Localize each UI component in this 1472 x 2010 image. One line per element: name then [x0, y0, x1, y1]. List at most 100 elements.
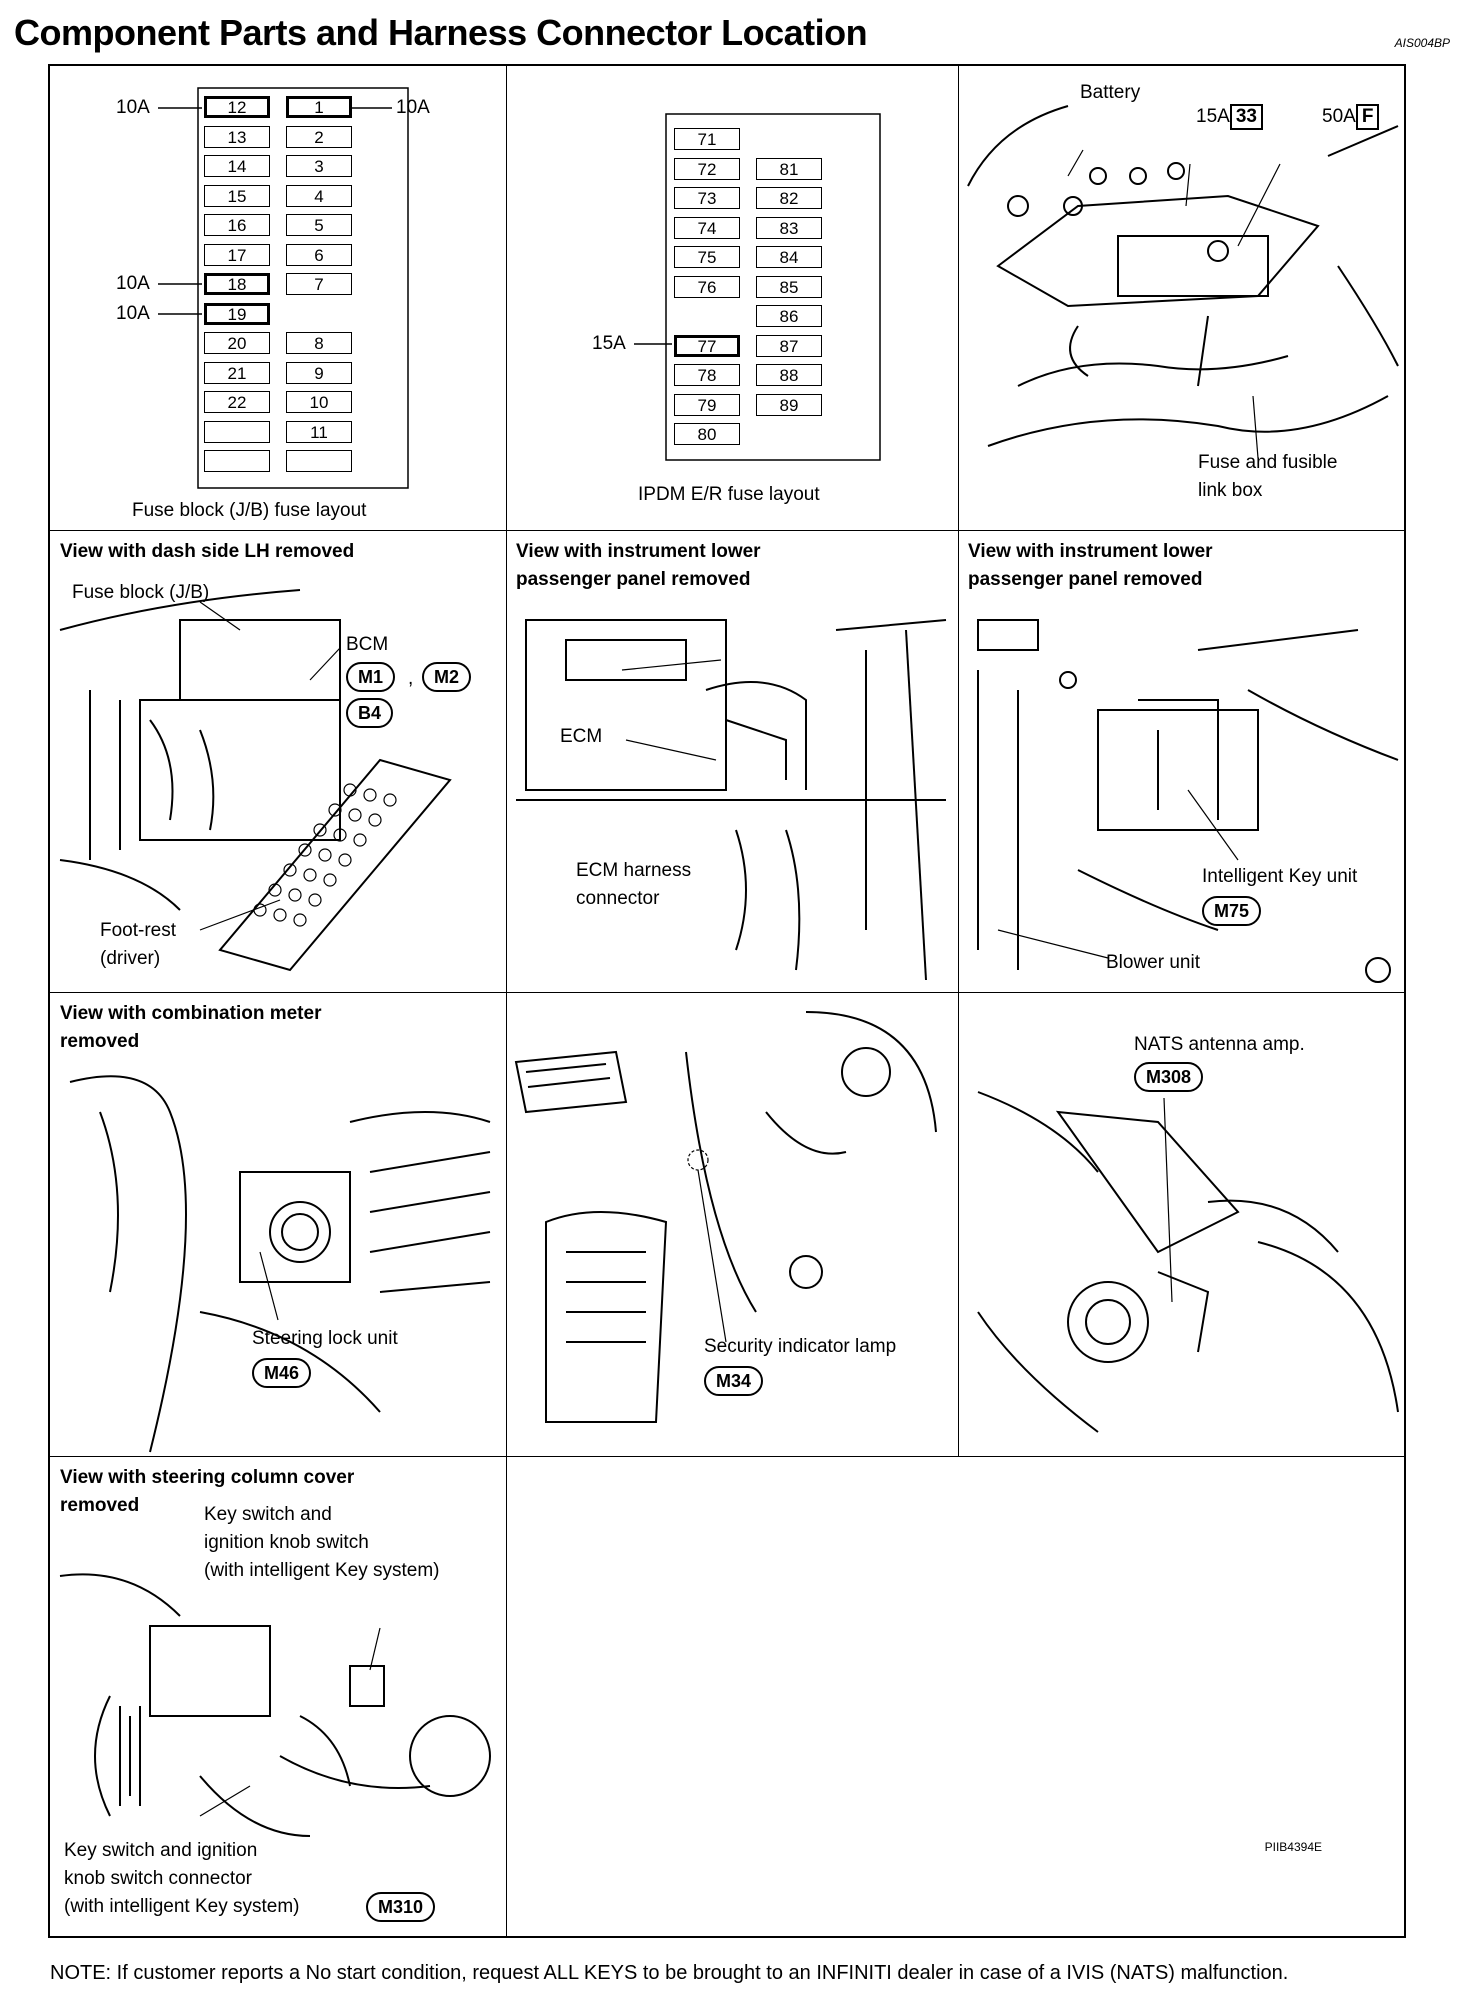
figure-id: PIIB4394E	[1264, 1840, 1322, 1854]
fuse-rating-label: 10A	[116, 97, 150, 118]
fuse-slot: 73	[674, 187, 740, 209]
panel-heading: View with steering column cover	[60, 1467, 355, 1488]
fuse-slot: 5	[286, 214, 352, 236]
ecm-label: ECM	[560, 726, 603, 747]
fuse-rating-value: 15A	[1196, 106, 1230, 127]
connector-m310-badge: M310	[366, 1892, 436, 1922]
fuse-slot: 81	[756, 157, 822, 180]
fuse-slot: 84	[756, 246, 822, 268]
fuse-rating-label: 10A	[396, 97, 430, 118]
connector-m308-badge: M308	[1134, 1062, 1204, 1092]
battery-label: Battery	[1080, 82, 1141, 103]
fuse-block-outline	[158, 87, 409, 489]
fuse-slot	[204, 450, 270, 472]
grid-divider	[50, 530, 1406, 531]
fuse-slot: 74	[674, 216, 740, 239]
fuse-slot: 77	[674, 334, 740, 357]
panel-heading: removed	[60, 1031, 140, 1052]
key-switch-label: ignition knob switch	[204, 1532, 369, 1553]
panel-heading: View with combination meter	[60, 1003, 322, 1024]
foot-rest-label: (driver)	[100, 948, 161, 969]
fuse-slot: 9	[286, 361, 352, 384]
fuse-box-label: Fuse and fusible	[1198, 452, 1338, 473]
fuse-box-label: link box	[1198, 480, 1263, 501]
panel-heading: View with dash side LH removed	[60, 541, 355, 562]
connector-m1-badge: M1	[346, 662, 396, 692]
connector-m75-badge: M75	[1202, 896, 1262, 926]
fuse-slot: 12	[204, 96, 270, 118]
fuse-slot: 78	[674, 364, 740, 386]
panel-dash-side: View with dash side LH removed	[50, 530, 506, 992]
security-lamp-illustration	[514, 1011, 937, 1423]
key-unit-illustration	[977, 619, 1399, 983]
fuse-slot: 88	[756, 364, 822, 386]
panel-heading: passenger panel removed	[516, 569, 751, 590]
grid-divider	[506, 66, 507, 1938]
fuse-slot: 19	[204, 302, 270, 325]
panel-steering-lock: View with combination meter removed Stee…	[50, 992, 506, 1456]
separator: ,	[408, 668, 414, 689]
fuse-slot: 6	[286, 243, 352, 266]
panel-heading: View with instrument lower	[968, 541, 1213, 562]
fuse-slot: 79	[674, 393, 740, 416]
blower-label: Blower unit	[1106, 952, 1200, 973]
key-switch-label: Key switch and	[204, 1504, 332, 1525]
fuse-block-label: Fuse block (J/B)	[72, 582, 210, 603]
fuse-slot: 17	[204, 243, 270, 266]
bcm-illustration	[59, 589, 452, 972]
panel-heading: View with instrument lower	[516, 541, 761, 562]
grid-divider	[958, 66, 959, 1456]
panel-heading: passenger panel removed	[968, 569, 1203, 590]
fuse-slot: 83	[756, 216, 822, 239]
connector-label: Key switch and ignition	[64, 1840, 258, 1861]
key-switch-illustration	[59, 1573, 491, 1837]
ipdm-block-outline	[634, 113, 881, 461]
fuse-slot: 10	[286, 391, 352, 413]
note-text: NOTE: If customer reports a No start con…	[50, 1962, 1289, 1984]
connector-m34-badge: M34	[704, 1366, 764, 1396]
panel-caption: IPDM E/R fuse layout	[638, 484, 820, 505]
grid-divider	[50, 992, 1406, 993]
key-unit-label: Intelligent Key unit	[1202, 866, 1358, 887]
connector-m2-badge: M2	[422, 662, 472, 692]
fuse-slot: 80	[674, 423, 740, 445]
fuse-slot: 1	[286, 96, 352, 118]
connector-m46-badge: M46	[252, 1358, 312, 1388]
fuse-slot: 20	[204, 332, 270, 354]
foot-rest-label: Foot-rest	[100, 920, 177, 941]
panel-ecm: View with instrument lower passenger pan…	[506, 530, 958, 992]
fuse-slot: 22	[204, 391, 270, 413]
foot-rest-holes	[253, 783, 397, 927]
fuse-slot: 13	[204, 125, 270, 148]
key-switch-label: (with intelligent Key system)	[204, 1560, 440, 1581]
fuse-slot	[204, 420, 270, 443]
nats-antenna-illustration	[977, 1091, 1399, 1433]
document-code: AIS004BP	[1394, 36, 1450, 50]
fuse-slot: 71	[674, 128, 740, 150]
fuse-slot: 21	[204, 361, 270, 384]
fuse-slot: 14	[204, 155, 270, 177]
fuse-tag: 33	[1229, 104, 1263, 130]
fuse-tag: F	[1355, 104, 1380, 130]
lamp-label: Security indicator lamp	[704, 1336, 897, 1357]
fuse-slot: 72	[674, 157, 740, 180]
panel-key-switch: View with steering column cover removed	[50, 1456, 506, 1938]
fuse-slot: 89	[756, 393, 822, 416]
fuse-slot: 87	[756, 334, 822, 357]
panel-intelligent-key: View with instrument lower passenger pan…	[958, 530, 1406, 992]
fuse-slot: 3	[286, 155, 352, 177]
panel-heading: removed	[60, 1495, 140, 1516]
fuse-slot	[286, 450, 352, 472]
grid-divider	[50, 1456, 1406, 1457]
fuse-slot: 75	[674, 246, 740, 268]
fuse-slot: 85	[756, 275, 822, 298]
connector-b4-badge: B4	[346, 698, 394, 728]
fuse-rating-label: 10A	[116, 303, 150, 324]
ecm-illustration	[516, 619, 947, 981]
harness-label: connector	[576, 888, 660, 909]
fuse-slot: 16	[204, 214, 270, 236]
